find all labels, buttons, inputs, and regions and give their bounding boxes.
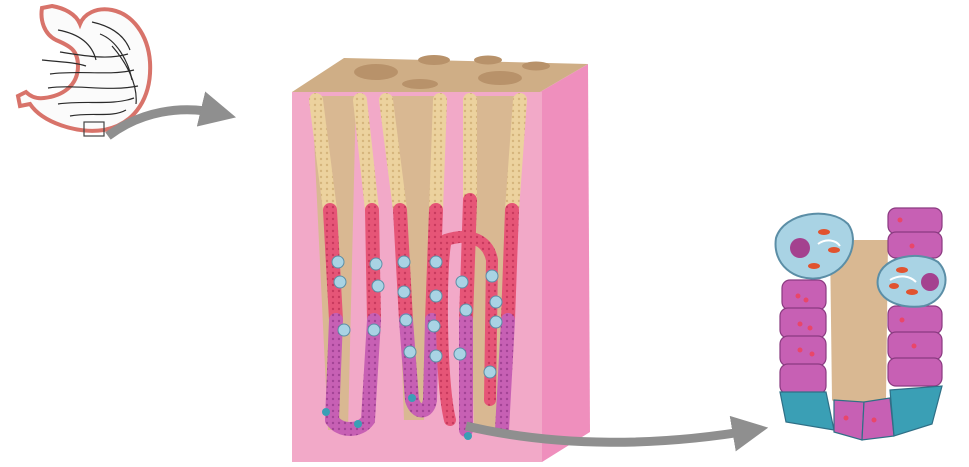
stomach-icon [18,6,150,136]
gland-detail [776,208,946,440]
chief-cells-left [780,280,826,394]
block-side-face [540,64,590,462]
parietal-cell-right [878,256,946,307]
mucosa-block [292,55,590,462]
